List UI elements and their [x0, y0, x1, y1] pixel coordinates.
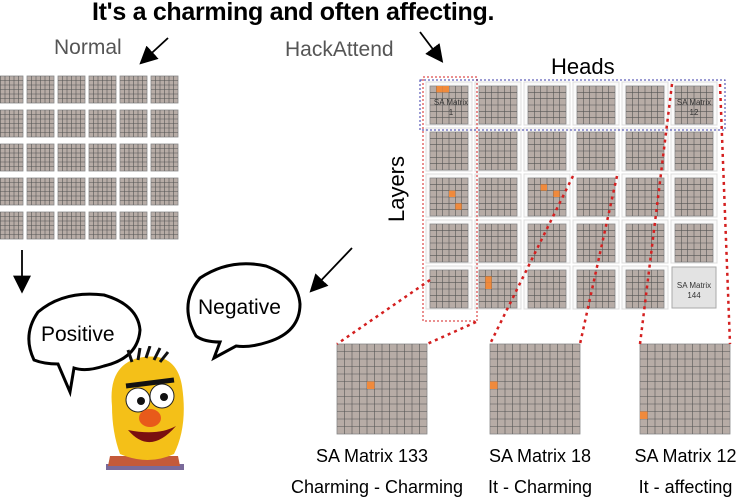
hackattend-matrix: [527, 85, 567, 125]
normal-matrix: [150, 109, 179, 138]
zoom-connector: [578, 175, 619, 345]
normal-matrix: [57, 75, 86, 104]
hackattend-matrix: [674, 177, 714, 217]
normal-matrix: [57, 177, 86, 206]
hackattend-matrix: [478, 85, 518, 125]
annotation-lines: [13, 31, 732, 398]
hackattend-matrix: [429, 223, 469, 263]
zoom-caption-18: SA Matrix 18: [488, 446, 592, 466]
normal-matrix: [57, 211, 86, 240]
normal-matrix: [150, 211, 179, 240]
normal-matrix: [88, 143, 117, 172]
hackattend-matrix: [576, 269, 616, 309]
hackattend-matrix: [625, 131, 665, 171]
positive-bubble-text: Positive: [41, 323, 115, 346]
hackattend-matrix: [576, 177, 616, 217]
positive-speech-bubble: [27, 292, 142, 398]
normal-matrix: [0, 211, 24, 240]
zoom-caption-12: SA Matrix 12: [634, 446, 737, 466]
hackattend-matrix: [429, 131, 469, 171]
heads-axis-label: Heads: [551, 54, 615, 79]
bert-character-illustration: [106, 346, 184, 470]
hackattend-matrix: [429, 177, 469, 217]
zoom-matrix-12: [639, 343, 731, 435]
zoom-connector: [426, 320, 477, 346]
normal-matrix: [88, 211, 117, 240]
normal-matrix: [119, 211, 148, 240]
sa-matrix-144: [671, 266, 717, 309]
head-row-highlight: [419, 79, 726, 131]
zoom-connector: [718, 83, 732, 345]
normal-matrix: [119, 177, 148, 206]
hackattend-matrix: [478, 177, 518, 217]
normal-matrix: [150, 177, 179, 206]
normal-matrix: [119, 143, 148, 172]
normal-label: Normal: [54, 36, 122, 59]
normal-matrix: [57, 143, 86, 172]
normal-matrix: [26, 75, 55, 104]
zoom-pair-18: It - Charming: [487, 477, 593, 497]
normal-attention-grid: [0, 75, 179, 240]
arrow-icon: [309, 247, 353, 293]
normal-matrix: [0, 109, 24, 138]
normal-matrix: [150, 143, 179, 172]
zoom-pair-12: It - affecting: [638, 477, 733, 497]
hackattend-matrix: [478, 223, 518, 263]
normal-matrix: [0, 143, 24, 172]
zoom-matrix-133: [336, 343, 428, 435]
hackattend-matrix: [527, 177, 567, 217]
normal-matrix: [26, 211, 55, 240]
hackattend-matrix: [625, 85, 665, 125]
zoom-connector: [488, 175, 575, 345]
zoom-matrix-18: [489, 343, 581, 435]
hackattend-matrix: [527, 131, 567, 171]
zoom-pair-133: Charming - Charming: [290, 477, 464, 497]
negative-speech-bubble: [186, 262, 302, 362]
normal-matrix: [88, 177, 117, 206]
layers-axis-label: Layers: [384, 155, 410, 223]
hackattend-matrix: [625, 223, 665, 263]
hackattend-matrix: [576, 223, 616, 263]
zoom-caption-133: SA Matrix 133: [315, 446, 429, 466]
hackattend-matrix: [429, 269, 469, 309]
hackattend-matrix: [527, 269, 567, 309]
normal-matrix: [119, 109, 148, 138]
normal-matrix: [88, 109, 117, 138]
normal-matrix: [57, 109, 86, 138]
hackattend-matrix: [429, 85, 469, 125]
normal-matrix: [26, 143, 55, 172]
hackattend-matrix: [674, 85, 714, 125]
hackattend-matrix: [576, 85, 616, 125]
zoom-connector: [638, 83, 674, 345]
hackattend-matrix: [527, 223, 567, 263]
negative-bubble-text: Negative: [198, 296, 281, 319]
hackattend-matrix: [478, 131, 518, 171]
hackattend-label: HackAttend: [285, 38, 394, 61]
arrow-icon: [419, 31, 444, 63]
hackattend-matrix: [674, 223, 714, 263]
normal-matrix: [150, 75, 179, 104]
zoom-connector: [336, 278, 431, 346]
zoomed-matrices: [336, 343, 731, 435]
normal-matrix: [119, 75, 148, 104]
input-sentence: It's a charming and often affecting.: [92, 0, 495, 26]
layer-column-highlight: [422, 76, 478, 322]
hackattend-matrix: [576, 131, 616, 171]
normal-matrix: [26, 177, 55, 206]
arrow-icon: [139, 37, 169, 65]
normal-matrix: [0, 75, 24, 104]
normal-matrix: [26, 109, 55, 138]
normal-matrix: [0, 177, 24, 206]
hackattend-attention-grid: [425, 81, 718, 310]
hackattend-matrix: [674, 131, 714, 171]
normal-matrix: [88, 75, 117, 104]
